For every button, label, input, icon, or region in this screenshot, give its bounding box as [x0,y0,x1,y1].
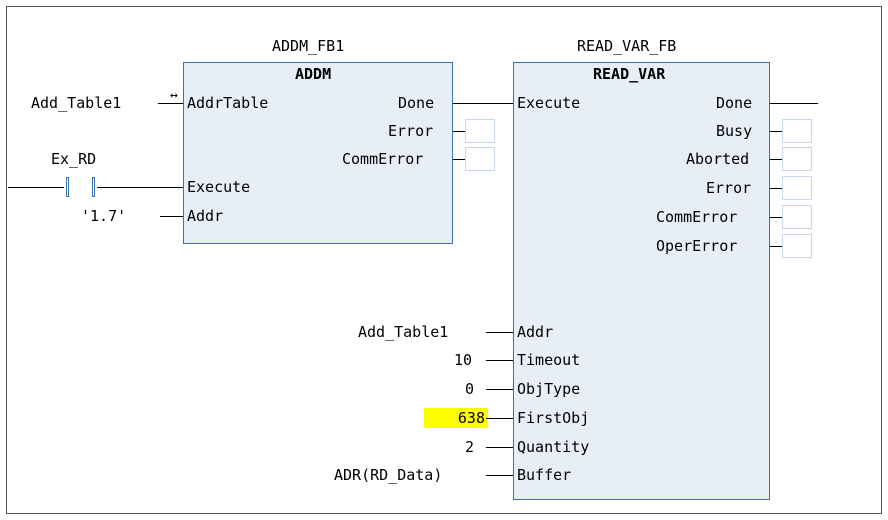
network-frame [6,6,882,514]
readvar-output-aborted: Aborted [686,150,750,168]
addm-output-commerror: CommError [342,150,424,168]
addm-commerror-output-box[interactable] [465,147,495,171]
wire [770,188,782,189]
readvar-output-busy: Busy [716,122,753,140]
readvar-error-output-box[interactable] [782,176,812,200]
wire [486,418,513,419]
readvar-input-execute: Execute [517,94,581,112]
readvar-commerror-output-box[interactable] [782,205,812,229]
readvar-output-commerror: CommError [656,208,738,226]
readvar-firstobj-value[interactable]: 638 [424,408,488,428]
addm-output-error: Error [388,122,434,140]
wire [486,475,513,476]
wire [770,131,782,132]
readvar-timeout-value[interactable]: 10 [454,351,473,369]
readvar-input-buffer: Buffer [517,466,572,484]
wire [486,447,513,448]
contact-variable-label[interactable]: Ex_RD [51,150,97,168]
bidirectional-arrow-icon: ↔ [170,88,178,103]
addm-input-execute: Execute [187,178,251,196]
readvar-busy-output-box[interactable] [782,119,812,143]
wire [160,216,183,217]
addm-instance-name[interactable]: ADDM_FB1 [272,37,345,55]
readvar-function-block[interactable] [513,62,770,500]
addm-input-addr: Addr [187,207,224,225]
readvar-instance-name[interactable]: READ_VAR_FB [577,37,677,55]
addm-function-block[interactable] [183,62,453,244]
wire [486,332,513,333]
readvar-quantity-value[interactable]: 2 [465,438,475,456]
wire [453,131,465,132]
readvar-buffer-expression[interactable]: ADR(RD_Data) [334,466,443,484]
addm-error-output-box[interactable] [465,119,495,143]
wire [770,217,782,218]
readvar-block-type: READ_VAR [593,65,666,83]
contact-left-bar[interactable] [66,177,69,197]
wire [158,103,183,104]
readvar-input-firstobj: FirstObj [517,409,590,427]
addm-addrtable-variable[interactable]: Add_Table1 [31,94,122,112]
addm-output-done: Done [398,94,435,112]
contact-right-bar[interactable] [92,177,95,197]
wire [770,246,782,247]
done-to-execute-wire [453,103,513,104]
wire [97,187,183,188]
addm-input-addrtable: AddrTable [187,94,269,112]
wire [486,389,513,390]
readvar-input-addr: Addr [517,323,554,341]
wire [453,159,465,160]
readvar-objtype-value[interactable]: 0 [465,380,475,398]
done-output-wire [770,103,818,104]
readvar-output-opererror: OperError [656,237,738,255]
readvar-addr-variable[interactable]: Add_Table1 [358,323,449,341]
readvar-aborted-output-box[interactable] [782,147,812,171]
power-rail-wire [8,187,64,188]
readvar-output-done: Done [716,94,753,112]
addm-block-type: ADDM [295,65,332,83]
readvar-output-error: Error [706,179,752,197]
readvar-opererror-output-box[interactable] [782,234,812,258]
wire [486,360,513,361]
readvar-input-objtype: ObjType [517,380,581,398]
readvar-input-quantity: Quantity [517,438,590,456]
readvar-input-timeout: Timeout [517,351,581,369]
addm-addr-literal[interactable]: '1.7' [81,207,127,225]
wire [770,159,782,160]
